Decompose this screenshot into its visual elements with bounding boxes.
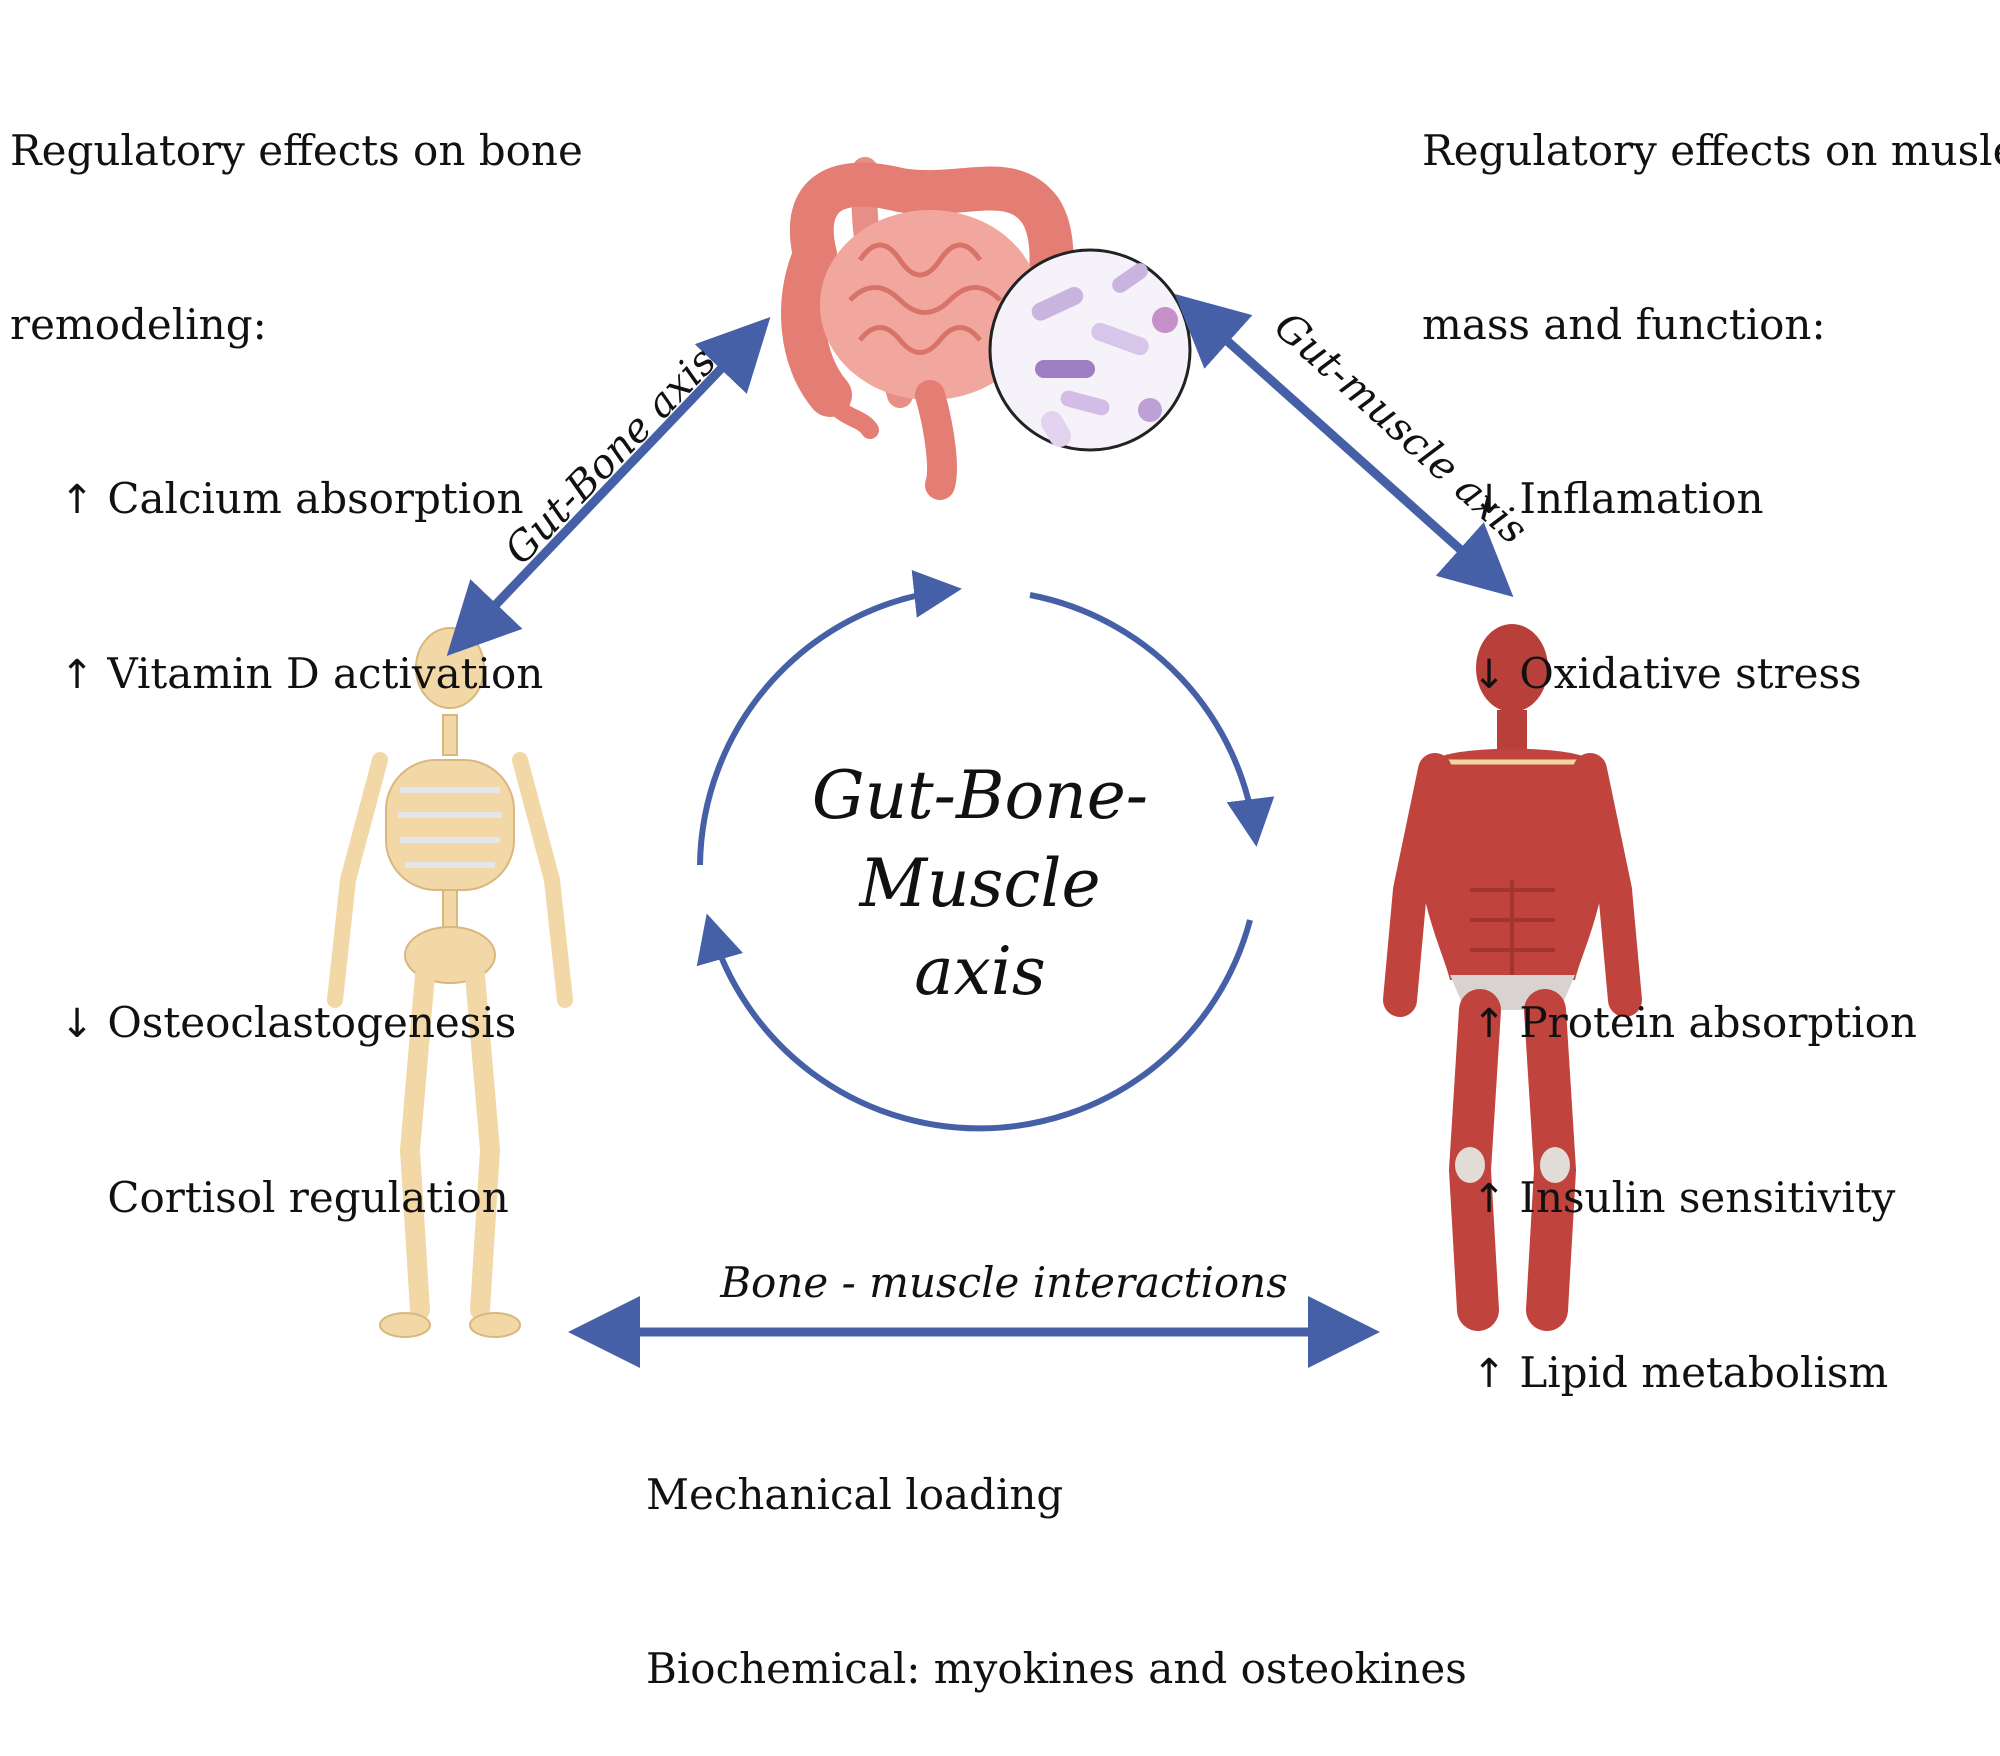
gut-muscle-axis-arrow (1174, 293, 1514, 598)
gut-bone-axis-arrow (446, 316, 771, 657)
muscle-body-illustration (1383, 624, 1642, 1331)
center-title-line2: Muscle (859, 845, 1101, 922)
bone-muscle-mechanisms: Mechanical loading Biochemical: myokines… (646, 1350, 1467, 1756)
arrow-down-icon: ↓ (60, 1001, 94, 1047)
muscle-panel-heading-line2: mass and function: (1422, 300, 1826, 349)
arrow-down-icon: ↓ (1472, 477, 1506, 523)
mechanism-line2: Biochemical: myokines and osteokines (646, 1644, 1467, 1693)
mechanism-line1: Mechanical loading (646, 1470, 1064, 1519)
bone-panel-heading-line2: remodeling: (10, 300, 267, 349)
center-title-line1: Gut-Bone- (811, 757, 1149, 834)
arrow-up-icon: ↑ (60, 652, 94, 698)
bone-effect-item: ↑ Vitamin D activation (10, 645, 583, 704)
muscle-effect-item: ↑ Insulin sensitivity (1422, 1169, 2000, 1228)
bone-remodeling-panel: Regulatory effects on bone remodeling: ↑… (10, 6, 583, 1285)
skeleton-illustration (327, 627, 573, 1338)
muscle-function-panel: Regulatory effects on musle mass and fun… (1422, 6, 2000, 1461)
muscle-panel-heading-line1: Regulatory effects on musle (1422, 126, 2000, 175)
bone-effect-item: ↑ Calcium absorption (10, 470, 583, 529)
bone-muscle-axis-label: Bone - muscle interactions (719, 1258, 1288, 1307)
arrow-up-icon: ↑ (1472, 1176, 1506, 1222)
bone-panel-heading-line1: Regulatory effects on bone (10, 126, 583, 175)
diagram-canvas: Gut-Bone axis Gut-muscle axis Bone - mus… (327, 157, 1642, 1368)
arrow-down-icon: ↓ (1472, 652, 1506, 698)
arrow-up-icon: ↑ (60, 477, 94, 523)
cycle-arrows (696, 570, 1275, 1132)
bone-effect-item: Cortisol regulation (107, 1173, 509, 1222)
center-title-line3: axis (914, 933, 1046, 1010)
center-title: Gut-Bone- Muscle axis (770, 752, 1190, 1016)
muscle-effect-item: ↓ Inflamation (1422, 470, 2000, 529)
bone-effect-item: ↓ Osteoclastogenesis (10, 994, 583, 1053)
muscle-effect-item: ↓ Oxidative stress (1422, 645, 2000, 704)
muscle-effect-item: ↑ Protein absorption (1422, 994, 2000, 1053)
microbiota-circle (988, 248, 1192, 452)
muscle-effect-item: ↑ Lipid metabolism (1422, 1344, 2000, 1403)
arrow-up-icon: ↑ (1472, 1351, 1506, 1397)
arrow-up-icon: ↑ (1472, 1001, 1506, 1047)
